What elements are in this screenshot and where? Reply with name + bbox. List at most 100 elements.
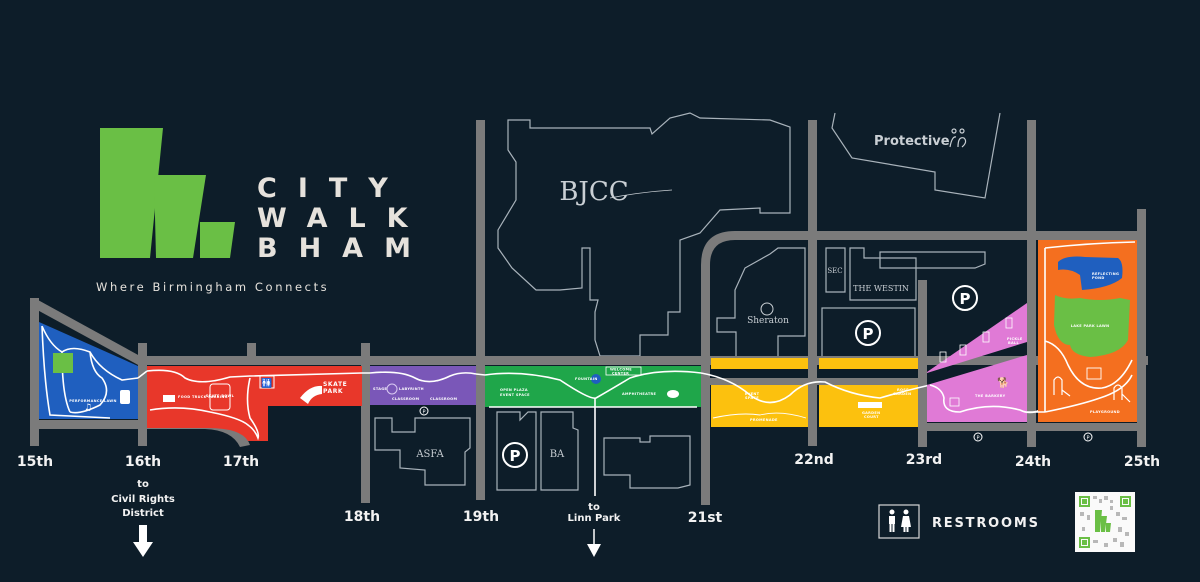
street-24th — [1027, 120, 1036, 447]
skate-park-label-2: PARK — [323, 388, 343, 395]
classroom-label-1: CLASSROOM — [392, 397, 419, 401]
ba-label: BA — [550, 449, 565, 460]
qr-finder-patterns — [1079, 496, 1131, 548]
logo-bar-medium — [154, 175, 206, 258]
path-blue — [41, 325, 139, 419]
parking-icon-westin[interactable]: P — [855, 320, 881, 346]
street-label-23rd: 23rd — [906, 452, 942, 468]
westin-label: THE WESTIN — [853, 284, 909, 293]
zone-pink-barkery[interactable] — [927, 355, 1027, 422]
street-top-right — [1036, 231, 1146, 240]
path-connector — [137, 370, 1045, 413]
westin-outline — [849, 247, 917, 301]
rose-garden-label-1: ROSE — [897, 388, 909, 392]
event-space-label-2: SPACE — [745, 396, 759, 400]
asfa-label: ASFA — [415, 449, 444, 460]
promenade-label: PROMENADE — [750, 418, 778, 422]
parking-icon-23rd[interactable]: P — [952, 285, 978, 311]
arrow-down-icon — [133, 525, 153, 557]
food-truck-icon — [163, 395, 175, 402]
path-pink — [929, 384, 1041, 414]
zone-pink-pickleball[interactable] — [927, 303, 1027, 373]
direction-linn-park[interactable]: to Linn Park — [568, 502, 621, 557]
promenade-path — [712, 412, 807, 419]
zone-yellow-event-space[interactable] — [711, 385, 808, 427]
qr-pattern — [1080, 496, 1129, 547]
sheraton-label: Sheraton — [747, 316, 789, 326]
civil-rights-line3: District — [122, 508, 164, 519]
street-25th — [1137, 209, 1146, 447]
street-18th — [361, 343, 370, 503]
path-red — [146, 369, 363, 441]
reflecting-pond — [1058, 256, 1123, 290]
protective-outline — [831, 112, 1001, 199]
parking-icon-small-24-25[interactable]: P — [1083, 432, 1093, 442]
zone-red[interactable]: FOOD TRUCK PARKING SKATE BOWL 🚻 SKATE PA… — [146, 366, 363, 441]
logo-bar-small — [200, 222, 235, 258]
labyrinth-icon — [386, 383, 398, 395]
playground-label: PLAYGROUND — [1090, 410, 1120, 414]
svg-text:P: P — [510, 447, 521, 465]
parking-icon-19th[interactable]: P — [502, 442, 528, 468]
sec-label: SEC — [827, 267, 842, 275]
street-label-18th: 18th — [344, 509, 380, 525]
parking-deck-outline — [496, 411, 537, 491]
open-plaza-label-2: EVENT SPACE — [500, 393, 530, 397]
parking-icon-small-23-24[interactable]: P — [973, 432, 983, 442]
path-purple — [369, 371, 477, 383]
garden-court-label-2: COURT — [864, 415, 879, 419]
museum-outline — [603, 435, 691, 489]
street-main-bottom-1 — [30, 420, 150, 429]
city-walk-logo: CITY WALK BHAM Where Birmingham Connects — [96, 128, 411, 294]
zone-blue[interactable]: PERFORMANCE LAWN ♫ — [39, 322, 139, 419]
skate-bowl-label: SKATE BOWL — [206, 394, 235, 398]
street-19th — [476, 120, 485, 500]
zone-orange[interactable]: REFLECTING POND LAKE PARK LAWN PLAYGROUN… — [1038, 240, 1137, 422]
sheraton-outline — [716, 247, 806, 359]
garden-court-label-1: GARDEN — [862, 411, 880, 415]
street-main-top — [138, 356, 1148, 365]
direction-civil-rights[interactable]: to Civil Rights District — [111, 479, 175, 557]
zone-yellow[interactable]: EVENT SPACE PROMENADE GARDEN COURT ROSE … — [700, 358, 931, 427]
asfa-outline — [374, 417, 471, 486]
dog-icon: 🐕 — [997, 376, 1009, 389]
arrow-down-icon — [587, 544, 601, 557]
zone-pink[interactable]: PICKLE BALL THE BARKERY 🐕 — [927, 303, 1041, 422]
amphitheatre-label: AMPHITHEATRE — [622, 392, 657, 396]
street-diagonal-15th — [30, 300, 140, 366]
street-label-17th: 17th — [223, 454, 259, 470]
zone-red-area[interactable] — [147, 366, 362, 441]
street-15th — [30, 298, 39, 446]
building-outlines — [374, 112, 1001, 491]
zone-green-area[interactable] — [485, 366, 701, 407]
classroom-label-2: CLASSROOM — [430, 397, 457, 401]
protective-people-icon — [949, 128, 967, 148]
path-yellow — [700, 372, 931, 404]
linn-park-to: to — [588, 502, 600, 513]
pickle-ball-label-1: PICKLE — [1007, 337, 1023, 341]
reflecting-pond-label-2: POND — [1092, 276, 1105, 280]
skate-bowl-outline — [209, 383, 231, 411]
stage-label: STAGE — [373, 387, 387, 391]
path-orange — [1044, 241, 1136, 413]
monument-icon — [120, 390, 130, 404]
sec-outline — [825, 247, 846, 293]
zone-green[interactable]: OPEN PLAZA EVENT SPACE FOUNTAIN WELCOME … — [484, 366, 702, 496]
skate-ramp-icon — [300, 385, 322, 404]
sheraton-logo-icon — [760, 302, 774, 316]
svg-text:P: P — [960, 290, 971, 308]
svg-text:P: P — [422, 410, 425, 416]
bjcc-label: BJCC — [559, 177, 628, 207]
food-truck-label: FOOD TRUCK PARKING — [178, 395, 228, 399]
zone-blue-area[interactable] — [39, 322, 138, 419]
qr-code[interactable] — [1075, 492, 1135, 552]
street-label-21st: 21st — [688, 510, 723, 526]
parking-icon-small-asfa[interactable]: P — [419, 406, 429, 416]
zone-purple[interactable]: STAGE LABYRINTH CLASSROOM CLASSROOM — [369, 366, 477, 405]
theatre-outline — [879, 251, 986, 269]
welcome-center-box — [605, 366, 642, 376]
bjcc-outline — [497, 112, 791, 357]
restroom-icon-pink — [949, 397, 960, 407]
music-icon: ♫ — [84, 403, 92, 413]
svg-text:P: P — [976, 436, 979, 442]
